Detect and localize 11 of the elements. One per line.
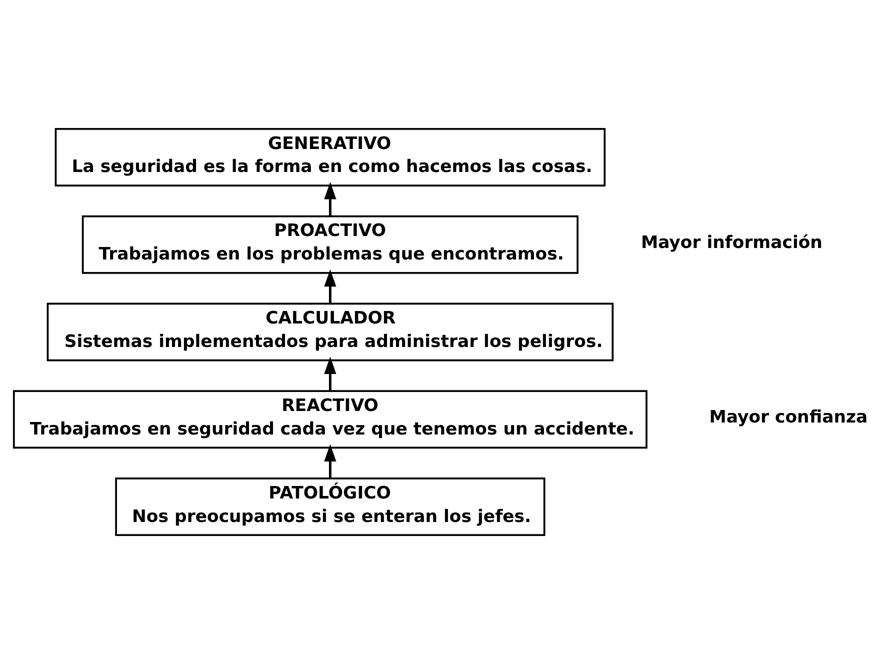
node-box: REACTIVO Trabajamos en seguridad cada vez que tenemos un accidente.: [12, 390, 648, 449]
arrow: [324, 356, 336, 391]
label: Mayor información: [640, 232, 822, 253]
arrow: [324, 182, 336, 216]
node-box: CALCULADOR Sistemas implementados para administrar los peligros.: [46, 302, 614, 362]
arrow: [324, 269, 336, 304]
node-box: PROACTIVO Trabajamos en los problemas que encontramos.: [82, 215, 578, 274]
node-box: PATOLÓGICO Nos preocupamos si se enteran los jefes.: [115, 478, 546, 536]
node-box: GENERATIVO La seguridad es la forma en como hacemos las cosas.: [54, 128, 606, 186]
label: Mayor confianza: [709, 408, 868, 428]
arrow: [324, 444, 336, 478]
